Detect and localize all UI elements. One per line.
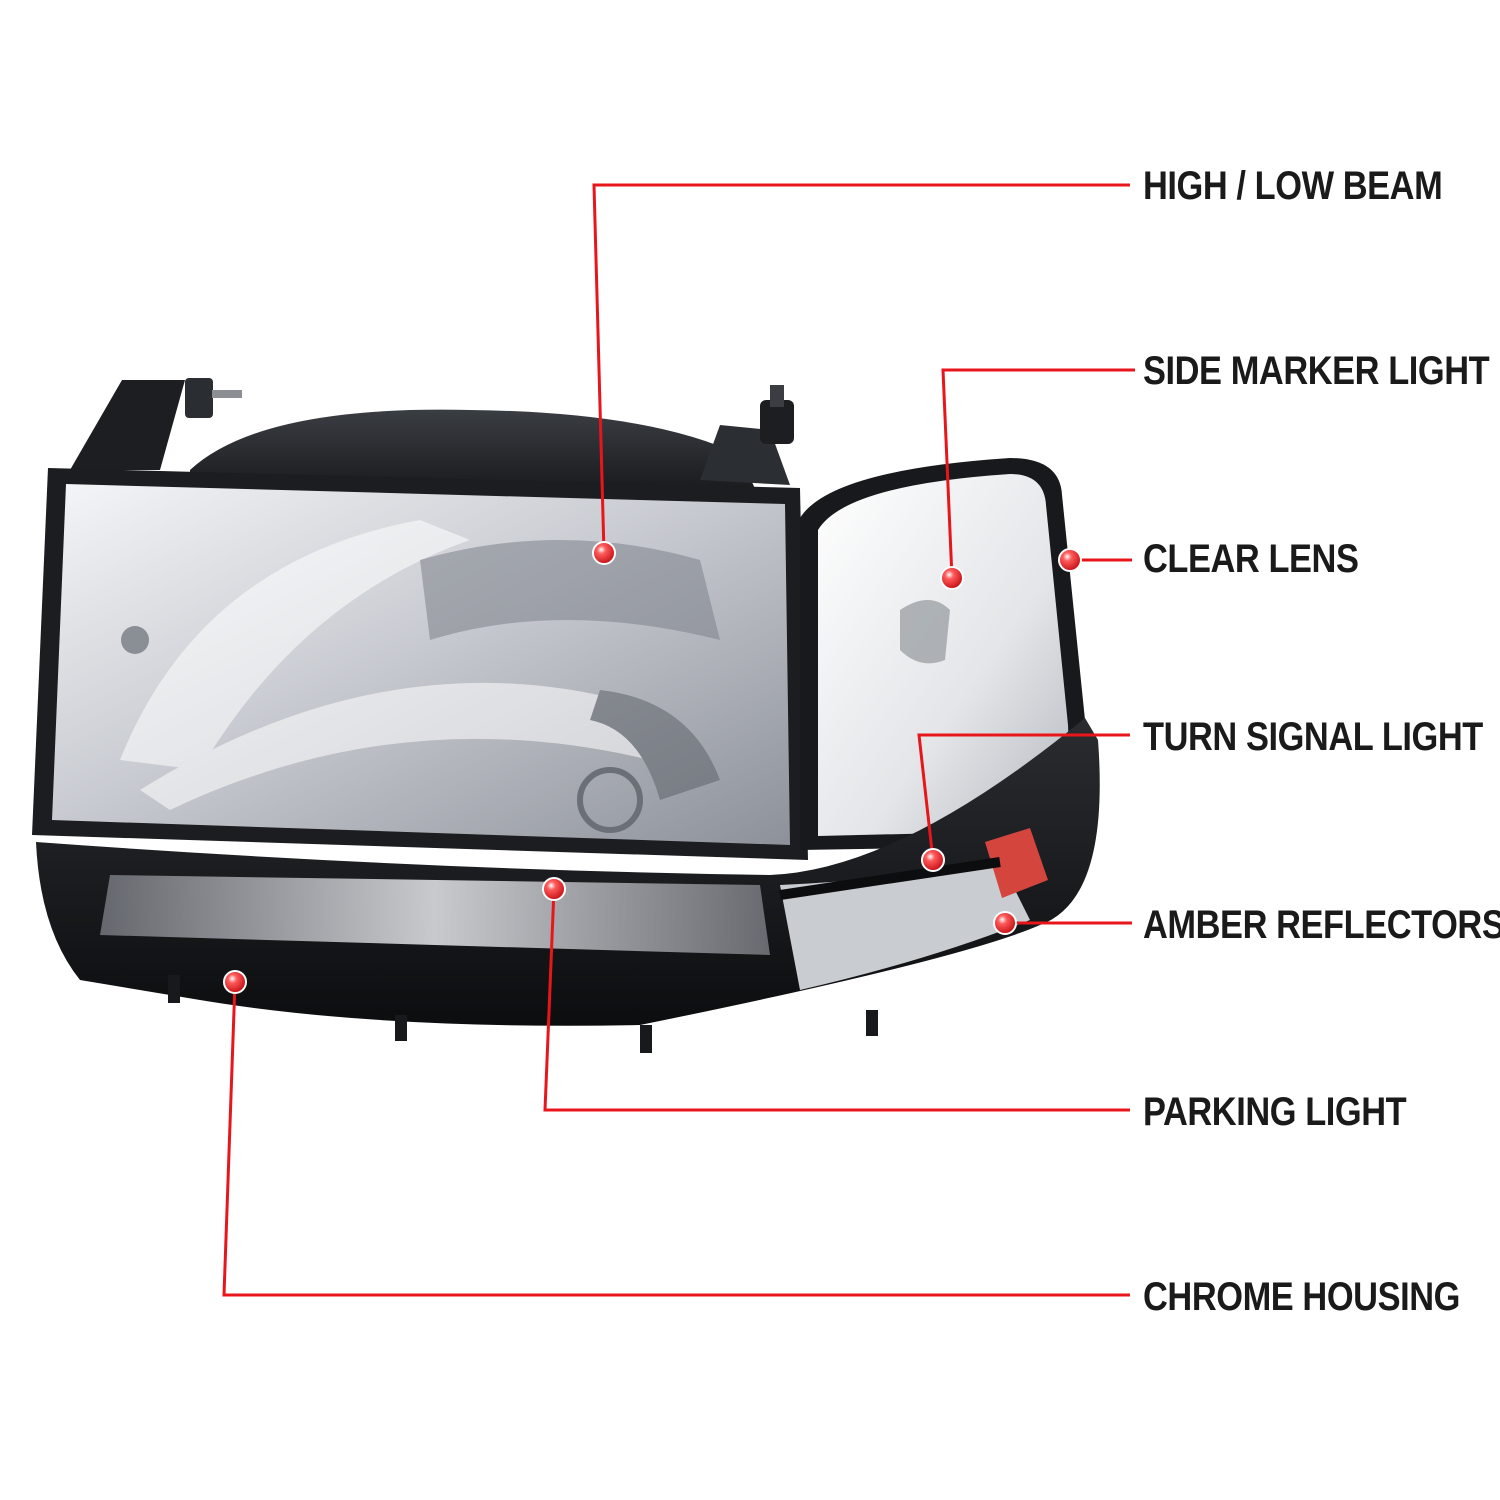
marker-dot-turn-signal-light [921, 848, 945, 872]
marker-dot-parking-light [542, 877, 566, 901]
label-amber-reflectors: AMBER REFLECTORS [1143, 903, 1500, 947]
label-turn-signal-light: TURN SIGNAL LIGHT [1143, 715, 1483, 759]
marker-dot-side-marker-light [940, 566, 964, 590]
leader-line-high-low-beam [592, 183, 1130, 554]
leader-line-chrome-housing [222, 981, 1130, 1297]
leader-line-side-marker-light [941, 368, 1135, 579]
mounting-bracket-right [700, 385, 794, 485]
label-side-marker-light: SIDE MARKER LIGHT [1143, 349, 1490, 393]
label-parking-light: PARKING LIGHT [1143, 1090, 1407, 1134]
label-chrome-housing: CHROME HOUSING [1143, 1275, 1460, 1319]
mounting-bracket-left [70, 378, 242, 470]
leader-lines [222, 183, 1135, 1297]
amber-reflector [985, 828, 1048, 898]
marker-dot-clear-lens [1058, 548, 1082, 572]
label-high-low-beam: HIGH / LOW BEAM [1143, 164, 1443, 208]
leader-line-turn-signal-light [917, 733, 1130, 861]
parking-light-lens [100, 875, 770, 955]
callout-markers [223, 541, 1082, 994]
marker-dot-chrome-housing [223, 970, 247, 994]
label-clear-lens: CLEAR LENS [1143, 537, 1359, 581]
marker-dot-amber-reflectors [993, 911, 1017, 935]
leader-line-parking-light [543, 888, 1130, 1112]
marker-dot-high-low-beam [592, 541, 616, 565]
lower-corner-lens [780, 860, 1030, 990]
